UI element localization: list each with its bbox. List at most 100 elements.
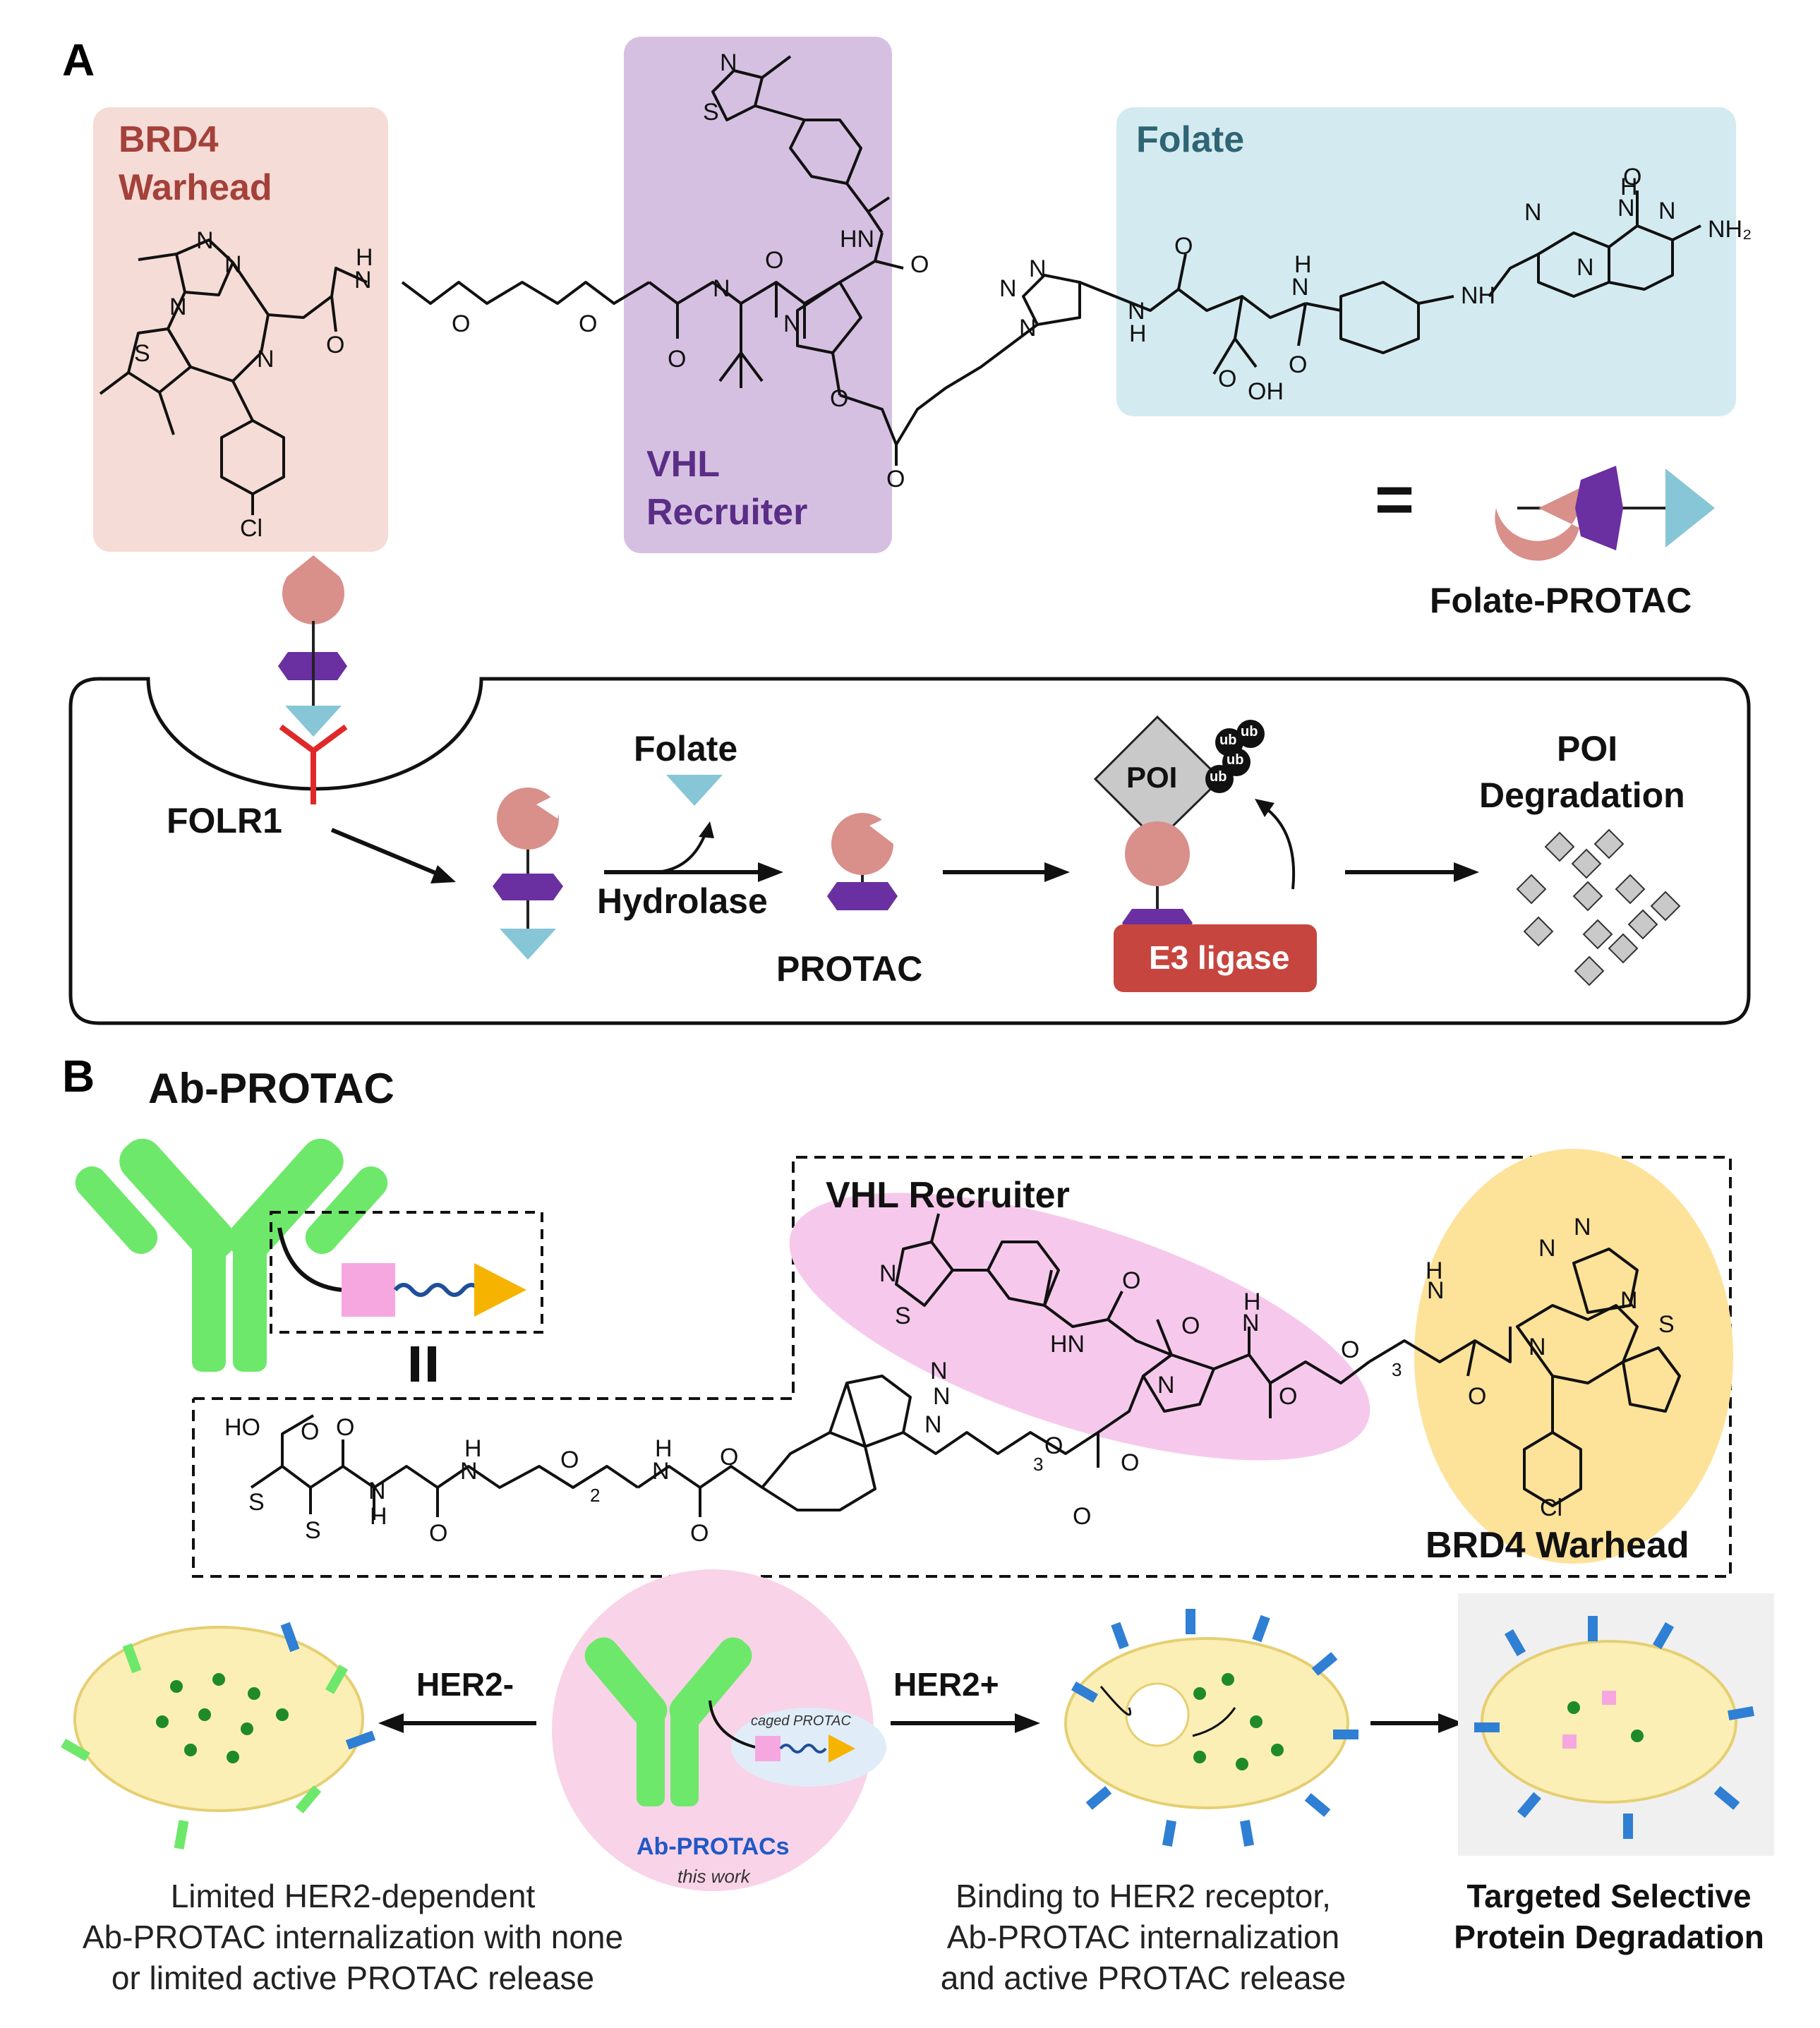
chem-s-1: S <box>134 340 150 367</box>
her2-negative-cell <box>73 1626 364 1812</box>
chem-o-4: O <box>668 346 686 373</box>
caption-left-line-1: Limited HER2-dependent <box>170 1878 536 1914</box>
chem-n-b10: N <box>1529 1334 1546 1360</box>
vhl-recruiter-label-2: Recruiter <box>646 492 808 533</box>
brd4-warhead-box <box>93 107 388 552</box>
caption-right: Targeted Selective Protein Degradation <box>1418 1876 1800 1957</box>
chem-o-10: O <box>1289 351 1307 378</box>
chem-hn-1: HN <box>840 226 874 253</box>
chem-h-1: H <box>356 244 373 271</box>
caption-mid-line-2: Ab-PROTAC internalization <box>946 1919 1340 1955</box>
ab-protac-title: Ab-PROTAC <box>148 1065 394 1112</box>
chem-hn-b1: HN <box>1050 1331 1085 1358</box>
chem-o-b9: O <box>1121 1449 1139 1476</box>
poi-degradation-label-1: POI <box>1557 729 1618 768</box>
target-cell <box>1481 1640 1737 1804</box>
chem-n-16: N <box>1617 195 1635 222</box>
caption-mid-line-3: and active PROTAC release <box>940 1960 1346 1996</box>
chem-o-b6: O <box>720 1444 738 1471</box>
chem-o-b2: O <box>336 1414 354 1441</box>
chem-h-b1: H <box>370 1503 387 1530</box>
chem-h-3: H <box>1294 251 1312 278</box>
chem-o-5: O <box>765 247 783 274</box>
chem-n-1: N <box>196 227 214 254</box>
chem-h-b4: H <box>1243 1288 1261 1315</box>
free-protac-vhl-shape <box>827 882 898 910</box>
legend-warhead-shape <box>1495 488 1581 561</box>
internal-vhl-shape <box>493 874 563 900</box>
chem-o-12: O <box>1623 164 1641 191</box>
caption-mid-line-1: Binding to HER2 receptor, <box>956 1878 1331 1914</box>
chem-o-b11: O <box>1181 1312 1200 1339</box>
her2-minus-label: HER2- <box>416 1666 514 1703</box>
caption-left: Limited HER2-dependent Ab-PROTAC interna… <box>49 1876 656 1998</box>
legend-vhl-shape <box>1575 466 1623 550</box>
vhl-recruiter-b-label: VHL Recruiter <box>826 1175 1070 1216</box>
chem-sub3-2: 3 <box>1392 1359 1402 1380</box>
center-antibody-icon <box>584 1637 752 1806</box>
chem-o-1: O <box>326 332 344 358</box>
chem-n-b7: N <box>1157 1372 1175 1399</box>
released-folate-shape <box>666 775 723 806</box>
chem-n-5: N <box>354 267 372 294</box>
chem-o-8: O <box>886 466 905 493</box>
protac-label: PROTAC <box>776 949 923 989</box>
legend-caption: Folate-PROTAC <box>1430 581 1692 620</box>
chem-n-17: N <box>1658 198 1676 224</box>
chem-o-7: O <box>830 385 848 412</box>
caged-protac-inset-box <box>270 1211 543 1334</box>
chem-n-b4: N <box>930 1358 948 1384</box>
chem-o-b13: O <box>1341 1336 1359 1363</box>
pocket-warhead-shape <box>282 555 344 624</box>
internal-folate-shape <box>500 929 556 960</box>
folate-released-label: Folate <box>634 729 738 768</box>
hydrolase-label: Hydrolase <box>597 881 768 921</box>
chem-o-2: O <box>452 310 470 337</box>
chem-h-4: H <box>1620 174 1638 200</box>
ub-label-1: ub <box>1219 732 1237 748</box>
ternary-warhead-shape <box>1125 821 1190 886</box>
center-sub-label: this work <box>677 1866 750 1887</box>
chem-ho-1: HO <box>224 1414 260 1441</box>
chem-n-b1: N <box>368 1478 386 1504</box>
chem-n-b14: N <box>879 1260 897 1287</box>
chem-o-11: O <box>1218 366 1236 392</box>
chem-cl-1: Cl <box>240 515 263 542</box>
caption-right-line-1: Targeted Selective <box>1466 1878 1752 1914</box>
e3-ligase-label: E3 ligase <box>1149 939 1290 976</box>
chem-h-2: H <box>1129 320 1147 347</box>
chem-o-b4: O <box>560 1447 579 1473</box>
antibody-icon <box>75 1138 388 1372</box>
chem-h-b5: H <box>1426 1257 1443 1284</box>
chem-o-6: O <box>910 251 929 278</box>
center-caged-label: caged PROTAC <box>751 1713 851 1729</box>
chem-n-b6: N <box>924 1411 942 1438</box>
chem-h-b3: H <box>655 1435 673 1462</box>
caption-right-line-2: Protein Degradation <box>1454 1919 1764 1955</box>
chem-o-b1: O <box>301 1418 319 1445</box>
center-name-label: Ab-PROTACs <box>637 1833 790 1860</box>
chem-s-2: S <box>703 99 719 126</box>
chem-n-11: N <box>1019 315 1037 342</box>
legend-folate-shape <box>1665 469 1715 548</box>
chem-n-b13: N <box>1620 1287 1638 1314</box>
caption-left-line-2: Ab-PROTAC internalization with none <box>82 1919 624 1955</box>
chem-cl-b1: Cl <box>1540 1495 1562 1521</box>
vhl-recruiter-label-1: VHL <box>646 444 720 485</box>
chem-s-b2: S <box>305 1517 321 1544</box>
caption-mid: Binding to HER2 receptor, Ab-PROTAC inte… <box>861 1876 1426 1998</box>
chem-o-b10: O <box>1122 1267 1140 1294</box>
structure-dashed-outline <box>192 1156 1732 1578</box>
ub-label-2: ub <box>1241 724 1258 740</box>
chem-n-14: N <box>1524 199 1542 226</box>
her2-positive-cell <box>1064 1637 1349 1809</box>
folr1-label: FOLR1 <box>167 801 282 840</box>
center-ab-protac-circle <box>552 1569 874 1891</box>
poi-degradation-label-2: Degradation <box>1479 775 1685 815</box>
chem-n-b5: N <box>933 1383 951 1410</box>
chem-o-b3: O <box>429 1520 447 1547</box>
ub-label-3: ub <box>1227 752 1244 768</box>
